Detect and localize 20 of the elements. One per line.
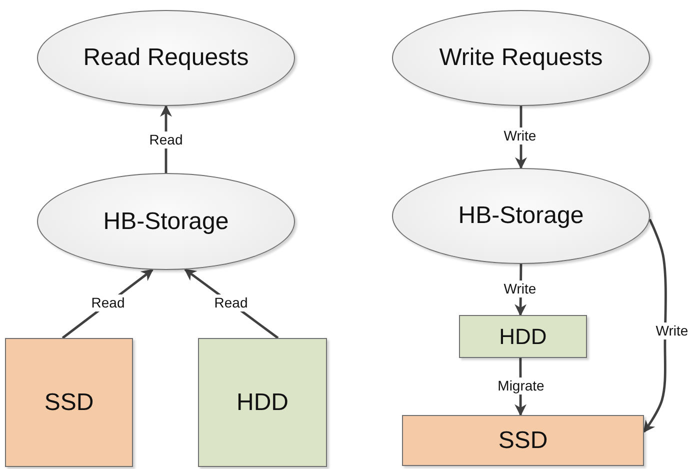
node-label: SSD (498, 426, 548, 454)
edge-label: Read (90, 294, 126, 312)
edge-label: Migrate (496, 378, 546, 394)
node-label: HB-Storage (103, 208, 229, 236)
arrow (643, 218, 667, 433)
edge-label: Write (502, 128, 538, 144)
node-label: SSD (44, 388, 94, 416)
node-label: HDD (499, 324, 547, 350)
node-label: Write Requests (439, 44, 603, 72)
edge-label: Read (148, 132, 184, 148)
node-label: Read Requests (83, 44, 249, 72)
edge-label: Read (213, 294, 249, 312)
node-label: HB-Storage (458, 202, 584, 230)
edge-label: Write (502, 280, 538, 298)
edge-label: Write (654, 322, 690, 340)
process-box (198, 338, 327, 467)
process-box (459, 315, 587, 358)
node-label: HDD (236, 388, 288, 416)
process-box (402, 415, 644, 466)
process-box (5, 338, 133, 467)
